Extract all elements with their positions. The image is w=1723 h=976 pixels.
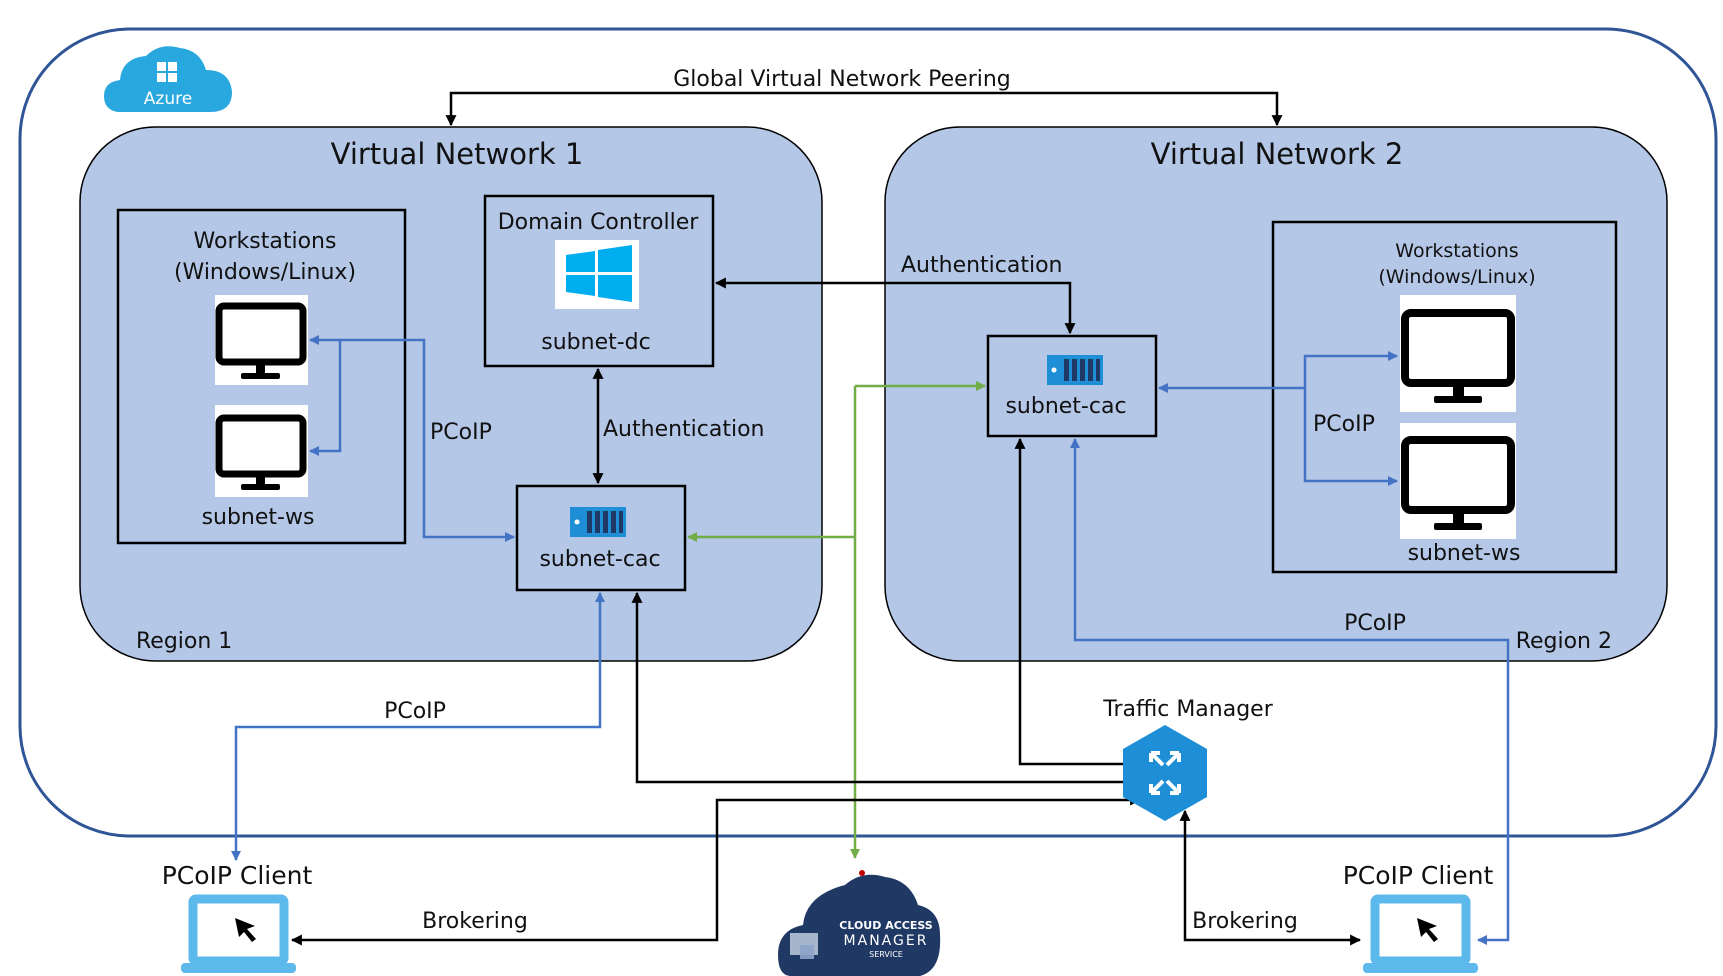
client-right-pcoip-arrow — [1070, 438, 1510, 945]
vnet1-server-icon — [570, 507, 626, 537]
vnet1-subnet-cac-box — [515, 484, 687, 592]
client-right-laptop-icon — [1363, 894, 1478, 973]
traffic-manager-icon — [1123, 725, 1207, 821]
vnet1-subnet-cac-label: subnet-cac — [539, 547, 660, 572]
vnet1-monitor-icon-1 — [215, 295, 308, 385]
azure-label: Azure — [144, 89, 192, 109]
azure-cloud-icon: Azure — [104, 46, 232, 113]
vnet2-pcoip-branch-1 — [1303, 351, 1398, 388]
vnet2-server-icon — [1047, 355, 1103, 385]
client-right-brokering-label: Brokering — [1192, 909, 1298, 934]
region1-label: Region 1 — [136, 629, 232, 654]
peering-label: Global Virtual Network Peering — [673, 67, 1011, 92]
cam-line2: MANAGER — [844, 933, 929, 949]
vnet2-auth-arrow — [714, 277, 1076, 335]
region2-label: Region 2 — [1516, 629, 1612, 654]
pcoip-bottom-right-label: PCoIP — [1344, 611, 1406, 636]
client-left-title: PCoIP Client — [162, 861, 313, 890]
vnet2-subnet-cac-label: subnet-cac — [1005, 394, 1126, 419]
vnet1-title: Virtual Network 1 — [331, 137, 584, 171]
peering-arrow — [445, 91, 1283, 127]
vnet2-subnet-cac-box — [986, 334, 1158, 438]
cam-line1: CLOUD ACCESS — [839, 919, 933, 932]
vnet2-auth-label: Authentication — [901, 253, 1063, 278]
vnet1-monitor-icon-2 — [215, 405, 308, 497]
vnet1-workstations-subtitle: (Windows/Linux) — [174, 260, 356, 285]
client-right-title: PCoIP Client — [1343, 861, 1494, 890]
vnet2-subnet-ws: subnet-ws — [1408, 541, 1521, 566]
pcoip-bottom-left-label: PCoIP — [384, 699, 446, 724]
vnet1-subnet-ws: subnet-ws — [202, 505, 315, 530]
vnet2-workstations-title: Workstations — [1395, 240, 1518, 262]
vnet2-pcoip-label: PCoIP — [1313, 412, 1375, 437]
vnet1-pcoip-label: PCoIP — [430, 420, 492, 445]
traffic-manager-label: Traffic Manager — [1102, 697, 1273, 722]
vnet1-workstations-title: Workstations — [194, 229, 337, 254]
client-left-brokering-arrow — [290, 794, 1142, 946]
client-left-pcoip-arrow — [231, 592, 605, 861]
vnet2-monitor-icon-1 — [1400, 295, 1516, 412]
vnet1-auth-label: Authentication — [603, 417, 765, 442]
windows-icon — [555, 240, 639, 309]
cloud-access-manager-logo: CLOUD ACCESS MANAGER SERVICE — [778, 870, 941, 976]
vnet2-monitor-icon-2 — [1400, 423, 1516, 539]
dc-title: Domain Controller — [498, 210, 700, 235]
vnet1-pcoip-arrow — [309, 335, 515, 542]
vnet1-pcoip-branch — [309, 340, 342, 456]
vnet1-traffic-arrow — [631, 591, 1142, 788]
vnet2-workstations-subtitle: (Windows/Linux) — [1378, 266, 1535, 288]
subnet-dc-label: subnet-dc — [541, 330, 650, 355]
client-left-laptop-icon — [181, 894, 296, 973]
cam-line3: SERVICE — [869, 950, 903, 959]
vnet2-title: Virtual Network 2 — [1151, 137, 1404, 171]
client-left-brokering-label: Brokering — [422, 909, 528, 934]
